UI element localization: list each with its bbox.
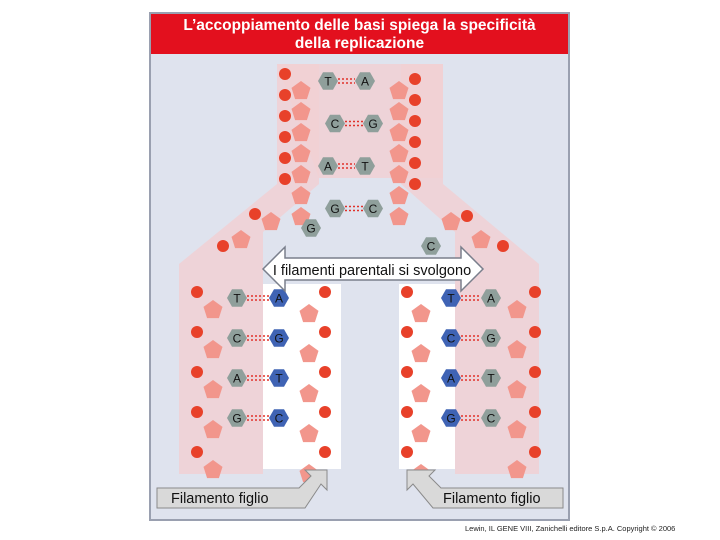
unwind-label: I filamenti parentali si svolgono (273, 263, 471, 279)
phosphate-dot (319, 286, 331, 298)
figure-panel: T A C G A T G C G C T A C G A T G C T A C G A T G C I filamenti p… (149, 12, 570, 521)
phosphate-dot (279, 152, 291, 164)
phosphate-dot (401, 366, 413, 378)
daughter-label-left: Filamento figlio (171, 491, 269, 507)
phosphate-dot (401, 286, 413, 298)
phosphate-dot (401, 326, 413, 338)
sugar-pentagon (390, 186, 409, 204)
phosphate-dot (279, 131, 291, 143)
base-letter: C (331, 117, 340, 131)
base-letter: C (487, 412, 496, 426)
base-letter: T (233, 292, 241, 306)
base-letter: G (274, 332, 283, 346)
phosphate-dot (529, 326, 541, 338)
base-letter: G (486, 332, 495, 346)
phosphate-dot (279, 89, 291, 101)
base-letter: A (324, 160, 332, 174)
base-letter: G (446, 412, 455, 426)
base-letter: G (330, 202, 339, 216)
phosphate-dot (529, 446, 541, 458)
phosphate-dot (529, 406, 541, 418)
phosphate-dot (191, 406, 203, 418)
phosphate-dot (319, 406, 331, 418)
title-line-1: L’accoppiamento delle basi spiega la spe… (151, 17, 568, 35)
base-letter: C (275, 412, 284, 426)
phosphate-dot (409, 94, 421, 106)
base-letter: A (487, 292, 495, 306)
phosphate-dot (401, 406, 413, 418)
phosphate-dot (409, 136, 421, 148)
phosphate-dot (409, 157, 421, 169)
base-letter: A (447, 372, 455, 386)
base-letter: T (487, 372, 495, 386)
sugar-pentagon (390, 207, 409, 225)
base-letter: G (232, 412, 241, 426)
daughter-label-right: Filamento figlio (443, 491, 541, 507)
replication-fork-diagram: T A C G A T G C G C T A C G A T G C T A C G A T G C I filamenti p… (151, 14, 570, 521)
base-letter: G (306, 222, 315, 236)
phosphate-dot (409, 115, 421, 127)
phosphate-dot (319, 366, 331, 378)
phosphate-dot (409, 73, 421, 85)
base-letter: C (233, 332, 242, 346)
base-letter: C (427, 240, 436, 254)
phosphate-dot (191, 446, 203, 458)
copyright-credit: Lewin, IL GENE VIII, Zanichelli editore … (465, 524, 675, 533)
phosphate-dot (279, 173, 291, 185)
title-bar: L’accoppiamento delle basi spiega la spe… (151, 14, 568, 54)
phosphate-dot (497, 240, 509, 252)
base-letter: C (447, 332, 456, 346)
phosphate-dot (191, 366, 203, 378)
phosphate-dot (529, 286, 541, 298)
phosphate-dot (461, 210, 473, 222)
phosphate-dot (279, 110, 291, 122)
base-letter: A (233, 372, 241, 386)
phosphate-dot (279, 68, 291, 80)
phosphate-dot (319, 326, 331, 338)
base-letter: T (447, 292, 455, 306)
phosphate-dot (249, 208, 261, 220)
base-letter: T (361, 160, 369, 174)
phosphate-dot (409, 178, 421, 190)
base-letter: G (368, 117, 377, 131)
phosphate-dot (529, 366, 541, 378)
base-letter: T (275, 372, 283, 386)
phosphate-dot (191, 326, 203, 338)
daughter-callout-right: Filamento figlio (407, 470, 563, 508)
phosphate-dot (217, 240, 229, 252)
base-letter: T (324, 75, 332, 89)
base-letter: C (369, 202, 378, 216)
phosphate-dot (401, 446, 413, 458)
phosphate-dot (191, 286, 203, 298)
phosphate-dot (319, 446, 331, 458)
title-line-2: della replicazione (151, 35, 568, 53)
base-letter: A (275, 292, 283, 306)
base-letter: A (361, 75, 369, 89)
